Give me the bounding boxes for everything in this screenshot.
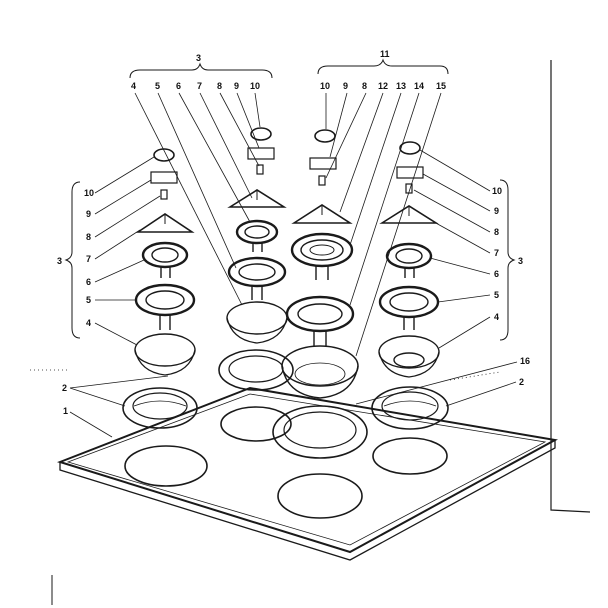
callout-label: 4: [86, 318, 91, 328]
element-left-small: [141, 241, 189, 278]
callout-label: 7: [494, 248, 499, 258]
insulator-cap: [153, 148, 175, 162]
drip-bowl-large: [281, 345, 359, 399]
callout-label: 15: [436, 81, 446, 91]
callout-label: 10: [250, 81, 260, 91]
callout-label: 3: [57, 256, 62, 266]
burner-opening: [124, 445, 208, 487]
receptacle-left: [150, 148, 178, 200]
leaders-right-side: [413, 149, 491, 349]
callout-trim-ring-left: 2: [62, 375, 169, 407]
brace-right-side: 3: [499, 179, 523, 341]
trim-ring-center-back: [218, 349, 294, 391]
callout-label: 7: [197, 81, 202, 91]
callout-label: 6: [494, 269, 499, 279]
drip-bowl-center-back: [226, 301, 288, 344]
leaders-top-right: [325, 92, 442, 357]
bracket-left: [135, 213, 195, 233]
element-right-small: [385, 242, 433, 278]
callout-label: 8: [86, 232, 91, 242]
dotted-marks: [30, 369, 501, 381]
element-center-back-large: [227, 256, 287, 300]
burner-opening: [220, 406, 292, 442]
leaders-top-left: [134, 92, 261, 306]
callout-label: 8: [494, 227, 499, 237]
callout-label: 6: [176, 81, 181, 91]
callout-label: 5: [155, 81, 160, 91]
burner-opening: [277, 473, 363, 519]
bracket-center: [291, 204, 353, 224]
brace-top-right: 11: [317, 49, 449, 75]
callout-label: 1: [63, 406, 68, 416]
insulator-cap: [250, 127, 272, 141]
callout-label: 9: [234, 81, 239, 91]
leaders-left-side: [94, 156, 161, 346]
callouts-left-side: 10 9 8 7 6 5 4: [84, 188, 94, 328]
callout-label: 2: [519, 377, 524, 387]
clip: [256, 164, 264, 175]
callout-label: 12: [378, 81, 388, 91]
callout-label: 10: [84, 188, 94, 198]
callout-label: 9: [86, 209, 91, 219]
element-large-lower: [285, 295, 355, 346]
insulator-cap: [314, 129, 336, 143]
callout-label: 5: [86, 295, 91, 305]
bracket-right: [379, 205, 439, 224]
callout-label: 7: [86, 254, 91, 264]
trim-ring-left: [122, 387, 198, 429]
callout-label: 14: [414, 81, 424, 91]
callouts-right-side: 10 9 8 7 6 5 4: [492, 186, 502, 322]
callout-label: 4: [131, 81, 136, 91]
trim-ring-center-front: [272, 405, 368, 459]
callouts-top-right: 10 9 8 12 13 14 15: [320, 81, 446, 91]
callout-label: 10: [492, 186, 502, 196]
receptacle-center-back: [247, 127, 275, 175]
trim-ring-right: [371, 386, 449, 430]
callout-label: 16: [520, 356, 530, 366]
receptacle-center: [309, 129, 337, 186]
callout-trim-ring-right: 2: [445, 377, 524, 407]
callout-cooktop: 1: [63, 406, 113, 438]
callout-label: 3: [196, 53, 201, 63]
brace-left-side: 3: [57, 181, 81, 339]
insulator-cap: [399, 141, 421, 155]
drip-bowl-right: [378, 335, 440, 378]
callouts-top-left: 4 5 6 7 8 9 10: [131, 81, 260, 91]
callout-label: 8: [362, 81, 367, 91]
brace-top-left: 3: [129, 53, 273, 79]
callout-label: 10: [320, 81, 330, 91]
element-large-upper: [290, 232, 354, 280]
callout-label: 9: [343, 81, 348, 91]
cooktop-panel: [56, 386, 559, 561]
callout-label: 8: [217, 81, 222, 91]
bracket-center-back: [227, 189, 287, 208]
element-center-back-small: [235, 219, 279, 252]
clip: [160, 189, 168, 200]
burner-opening: [372, 437, 448, 475]
callout-large-bowl: 16: [355, 356, 530, 405]
drip-bowl-left: [134, 333, 196, 376]
page-border: [51, 60, 591, 605]
callout-label: 6: [86, 277, 91, 287]
element-left-large: [134, 283, 196, 330]
clip: [318, 175, 326, 186]
element-right-large: [378, 285, 440, 330]
callout-label: 3: [518, 256, 523, 266]
callout-label: 2: [62, 383, 67, 393]
callout-label: 4: [494, 312, 499, 322]
callout-label: 13: [396, 81, 406, 91]
callout-label: 5: [494, 290, 499, 300]
callout-label: 11: [380, 49, 390, 59]
callout-label: 9: [494, 206, 499, 216]
